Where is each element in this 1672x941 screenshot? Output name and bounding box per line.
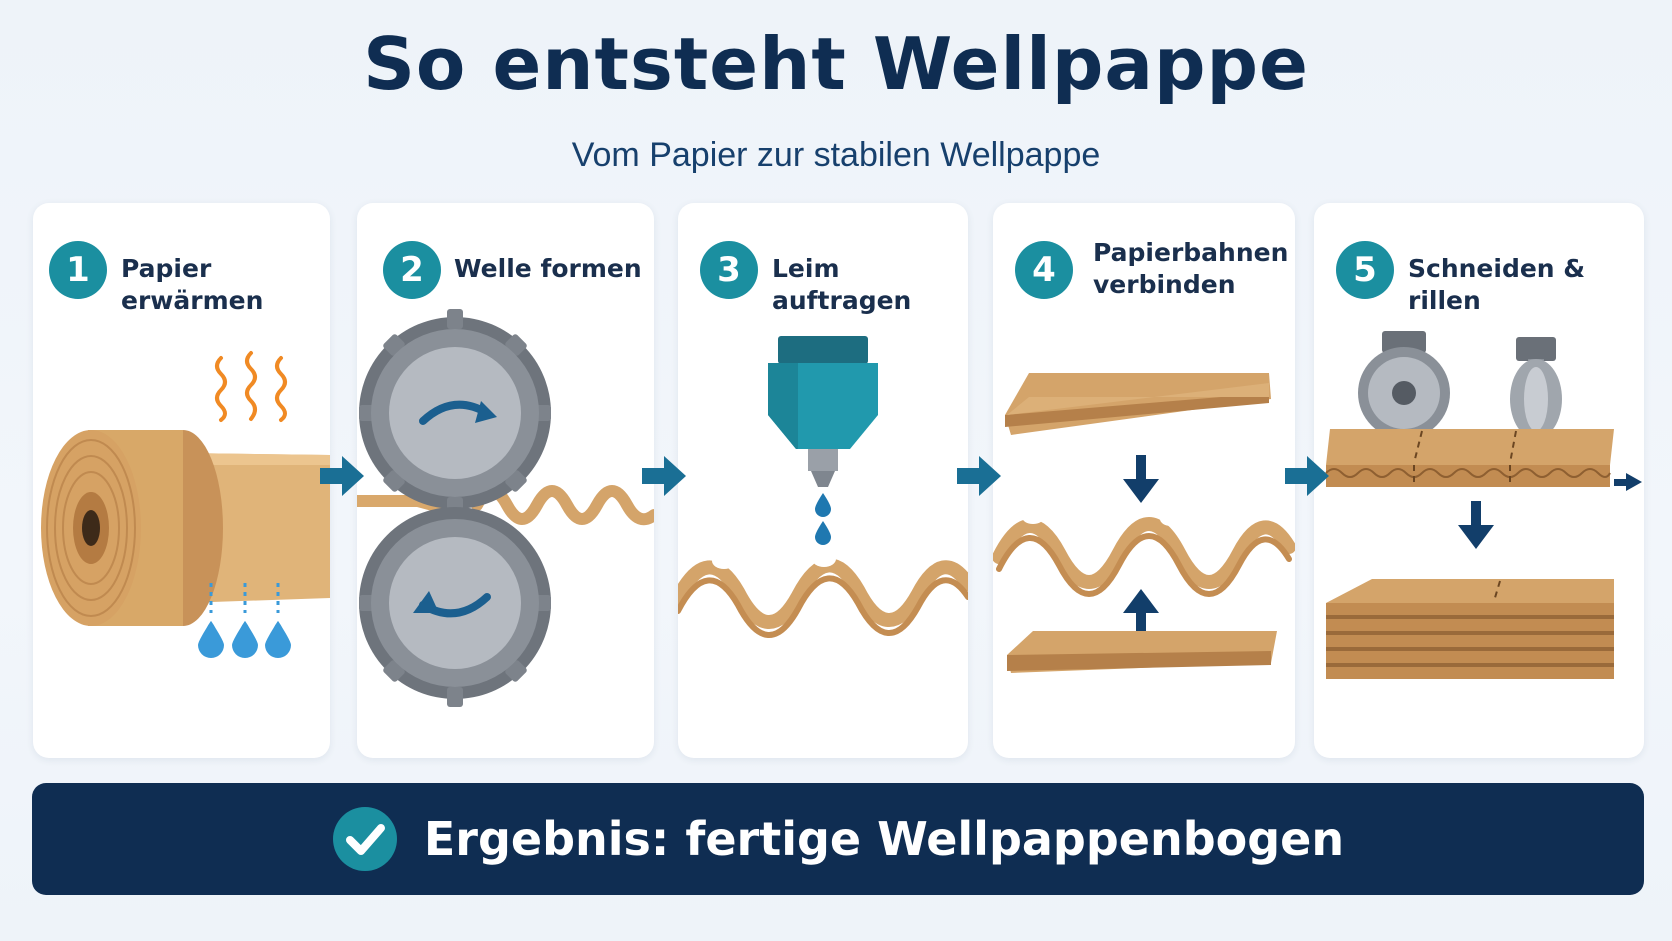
step-label: Leim auftragen bbox=[772, 254, 912, 315]
step-label-line-1: Papierbahnen bbox=[1093, 238, 1289, 267]
result-text: Ergebnis: fertige Wellpappenbogen bbox=[423, 812, 1345, 866]
step-label: Schneiden & rillen bbox=[1408, 254, 1586, 315]
step-card-4: 4 Papierbahnen verbinden bbox=[993, 203, 1295, 758]
step-card-5: 5 Schneiden & rillen bbox=[1314, 203, 1644, 758]
step-card-3: 3 Leim auftragen bbox=[678, 203, 968, 758]
corrugating-rollers-icon bbox=[357, 309, 654, 707]
step-number-badge: 1 bbox=[49, 241, 107, 299]
step-label: Papier erwärmen bbox=[121, 254, 264, 315]
step-label: Papierbahnen verbinden bbox=[1093, 237, 1288, 301]
step-number-badge: 2 bbox=[383, 241, 441, 299]
step-card-2: 2 Welle formen bbox=[357, 203, 654, 758]
step-number-badge: 5 bbox=[1336, 241, 1394, 299]
bonding-sheets-icon bbox=[993, 373, 1295, 673]
flow-arrow-icon bbox=[1285, 456, 1329, 496]
page-title: So entsteht Wellpappe bbox=[363, 22, 1309, 106]
step-number-badge: 4 bbox=[1015, 241, 1073, 299]
cutting-scoring-icon bbox=[1325, 331, 1642, 679]
step-number-badge: 3 bbox=[700, 241, 758, 299]
flow-arrow-icon bbox=[320, 456, 364, 496]
step-label: Welle formen bbox=[454, 254, 642, 283]
flow-arrow-icon bbox=[642, 456, 686, 496]
result-banner: Ergebnis: fertige Wellpappenbogen bbox=[32, 783, 1644, 895]
step-card-1: 1 Papier erwärmen bbox=[33, 203, 330, 758]
flow-arrow-icon bbox=[957, 456, 1001, 496]
glue-nozzle-icon bbox=[678, 336, 968, 638]
page-subtitle: Vom Papier zur stabilen Wellpappe bbox=[571, 136, 1101, 174]
step-label-line-2: verbinden bbox=[1093, 270, 1236, 299]
checkmark-icon bbox=[332, 807, 397, 871]
paper-roll-heat-steam-icon bbox=[41, 351, 330, 658]
